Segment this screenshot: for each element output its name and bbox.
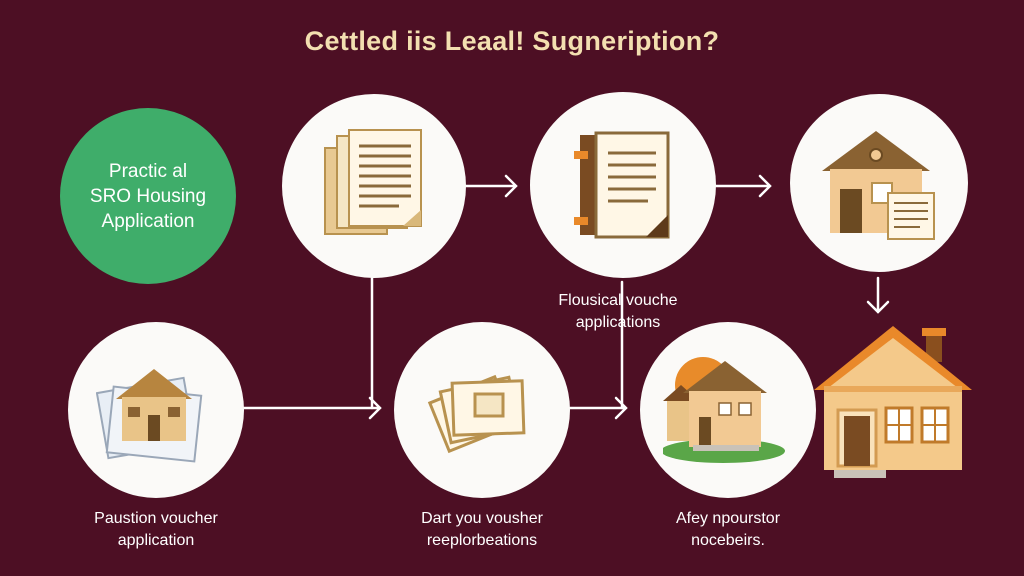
binder-document-icon [574,131,670,239]
start-label-line2: SRO Housing [89,185,207,207]
large-house-icon [814,326,972,478]
label-bottom-left: Paustion voucher application [56,508,256,552]
start-label-line3: Application [101,210,195,232]
label-bottom-right-line1: Afey npourstor [675,510,781,527]
step-house-papers [790,94,968,272]
label-bottom-left-line1: Paustion voucher [94,510,218,527]
label-bottom-left-line2: application [117,532,195,549]
step-documents [282,94,466,278]
arrow-bm-br [568,396,628,420]
start-label-line1: Practic al [108,160,188,182]
neighborhood-houses-icon [663,357,785,463]
label-top-middle: Flousical vouche applications [530,290,706,334]
label-bottom-right: Afey npourstor nocebeirs. [628,508,828,552]
step-binder [530,92,716,278]
label-bottom-middle-line2: reeplorbeations [426,532,538,549]
label-top-middle-line2: applications [575,314,661,331]
house-on-papers-icon [96,369,203,463]
label-top-middle-line1: Flousical vouche [558,292,678,309]
step-voucher-papers [394,322,570,498]
voucher-papers-icon [427,374,526,454]
arrow-1-2 [464,174,518,198]
step-neighborhood [640,322,816,498]
label-bottom-middle: Dart you vousher reeplorbeations [382,508,582,552]
arrow-bl-bm [241,396,382,420]
house-with-papers-icon [822,131,935,240]
step-house-on-papers [68,322,244,498]
document-stack-icon [324,129,422,235]
label-bottom-right-line2: nocebeirs. [691,532,765,549]
arrow-3-down [866,276,890,314]
label-bottom-middle-line1: Dart you vousher [421,510,543,527]
arrow-2-3 [714,174,772,198]
start-node: Practic al SRO Housing Application [60,108,236,284]
page-title: Cettled iis Leaal! Sugneription? [304,26,720,56]
